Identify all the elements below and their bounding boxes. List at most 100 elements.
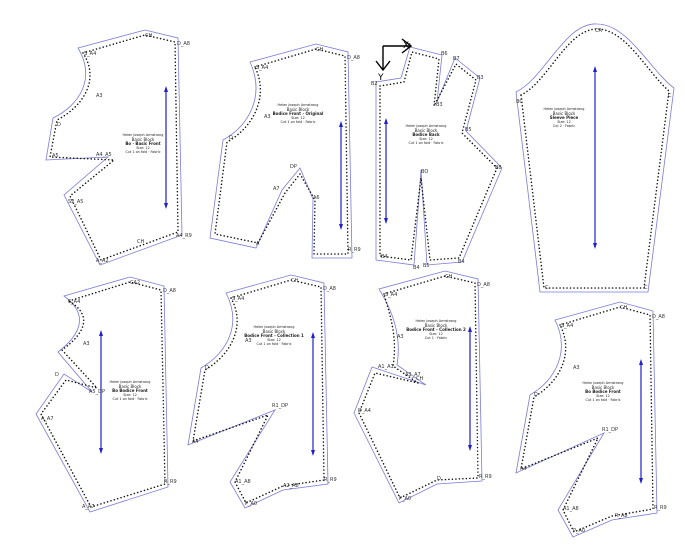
point-label: R_R9: [479, 474, 492, 480]
point-label: S_A4: [561, 323, 573, 329]
piece-info-line: Basic Block: [425, 323, 448, 328]
point-label: P_A0: [573, 528, 585, 534]
point-label: C: [644, 285, 648, 291]
piece-outline: [375, 46, 503, 266]
piece-info-line: Cut 1 on fold · Fabric: [125, 150, 160, 154]
point-label: B4: [458, 259, 465, 265]
point-label: A_A7: [82, 504, 95, 510]
piece-info-line: Cut 1 · Fabric: [425, 336, 448, 340]
seam-line: [358, 275, 479, 500]
point-label: R1_DP: [602, 427, 618, 433]
point-label: A4_A5: [96, 152, 112, 158]
grainline-arrowhead-bottom: [339, 224, 343, 230]
x-axis-label: X: [403, 41, 409, 51]
piece-outline: [209, 43, 353, 259]
point-label: D: [229, 135, 233, 141]
grainline-arrowhead-bottom: [593, 243, 597, 249]
point-label: B3: [436, 102, 443, 108]
point-label: A1_A1: [378, 364, 394, 370]
point-label: A4: [520, 466, 527, 472]
point-label: B4: [381, 254, 388, 260]
piece-info-line: Size: 12: [419, 137, 433, 141]
piece-info-line: Size: 12: [123, 393, 137, 397]
piece-info-line: Cut 1 on fold · Fabric: [112, 397, 147, 401]
piece-info-line: Bodice Front - Original: [273, 111, 324, 116]
point-label: S2_A5: [68, 199, 83, 205]
piece-outline: [515, 301, 658, 538]
point-label: D: [55, 372, 59, 378]
piece-outline: [353, 270, 483, 504]
piece-info-line: Bo Bodice Front: [112, 388, 148, 393]
pattern-piece-7[interactable]: Helen Joseph Armstrong Basic Block Bodic…: [353, 270, 492, 504]
point-label: A4: [192, 439, 199, 445]
piece-info-line: Size: 12: [267, 338, 281, 342]
point-label: A_A2: [96, 258, 109, 264]
grainline-arrowhead-top: [311, 332, 315, 338]
piece-outline: [45, 29, 183, 266]
point-label: A2_A8: [283, 483, 299, 489]
piece-info-line: Basic Block: [132, 137, 155, 142]
piece-info-line: Bo Bodice Front: [585, 389, 621, 394]
x-axis-arrowhead: [401, 38, 413, 54]
piece-info-line: Basic Block: [592, 385, 615, 390]
point-label: DP: [290, 164, 297, 170]
point-label: A5_DP: [89, 389, 105, 395]
grainline-arrowhead-top: [339, 121, 343, 127]
grainline-arrowhead-bottom: [468, 445, 472, 451]
grainline-arrowhead-bottom: [164, 203, 168, 209]
point-label: B3: [477, 75, 484, 81]
point-label: R_R9: [164, 479, 177, 485]
point-label: CH: [416, 376, 423, 382]
point-label: A3: [264, 114, 271, 120]
point-label: A3: [573, 365, 580, 371]
pattern-piece-2[interactable]: Helen Joseph Armstrong Basic Block Bodic…: [209, 43, 361, 259]
pattern-piece-8[interactable]: Helen Joseph Armstrong Basic Block Bo Bo…: [515, 301, 667, 538]
point-label: S_A4: [68, 299, 80, 305]
point-label: D: [57, 122, 61, 128]
point-label: B5: [465, 127, 472, 133]
point-label: CH: [445, 274, 452, 280]
grainline-arrowhead-top: [164, 86, 168, 92]
pattern-piece-1[interactable]: Helen Joseph Armstrong Basic Block Bo · …: [45, 29, 192, 266]
piece-outline: [515, 23, 675, 293]
point-label: D_A8: [177, 41, 190, 47]
y-axis-arrowhead: [375, 60, 391, 72]
point-label: A: [256, 241, 260, 247]
point-label: S_A4: [84, 51, 96, 57]
piece-info-line: Helen Joseph Armstrong: [416, 319, 457, 323]
point-label: A4_R9: [176, 233, 192, 239]
piece-info-line: Cut 1 on fold · Fabric: [408, 141, 443, 145]
grainline-arrowhead-top: [639, 359, 643, 365]
point-label: D: [534, 392, 538, 398]
piece-info-line: Cut 2 · Fabric: [553, 124, 576, 128]
piece-info-line: Bodice Back: [412, 132, 440, 137]
piece-info-line: Sleeve Piece: [550, 115, 579, 120]
piece-info-line: Helen Joseph Armstrong: [110, 380, 151, 384]
point-label: D_A8: [347, 55, 360, 61]
pattern-piece-6[interactable]: Helen Joseph Armstrong Basic Block Bodic…: [187, 274, 337, 509]
piece-outline: [187, 274, 329, 509]
point-label: A3: [397, 334, 404, 340]
point-label: BC: [516, 99, 523, 105]
point-label: D_A8: [163, 288, 176, 294]
point-label: A3: [83, 341, 90, 347]
point-label: CH: [316, 47, 323, 53]
piece-info-line: Basic Block: [119, 384, 142, 389]
point-label: P_A0: [245, 501, 257, 507]
piece-info-line: Size: 12: [136, 146, 150, 150]
piece-info-line: Helen Joseph Armstrong: [254, 325, 295, 329]
point-label: D_A8: [652, 314, 665, 320]
pattern-piece-3[interactable]: Helen Joseph Armstrong Basic Block Bodic…: [371, 43, 503, 271]
pattern-piece-4[interactable]: Helen Joseph Armstrong Basic Block Sleev…: [515, 23, 675, 293]
piece-info-line: Basic Block: [553, 111, 576, 116]
grainline-arrowhead-bottom: [384, 218, 388, 224]
grainline-arrowhead-bottom: [311, 450, 315, 456]
pattern-piece-5[interactable]: Helen Joseph Armstrong Basic Block Bo Bo…: [35, 276, 177, 513]
